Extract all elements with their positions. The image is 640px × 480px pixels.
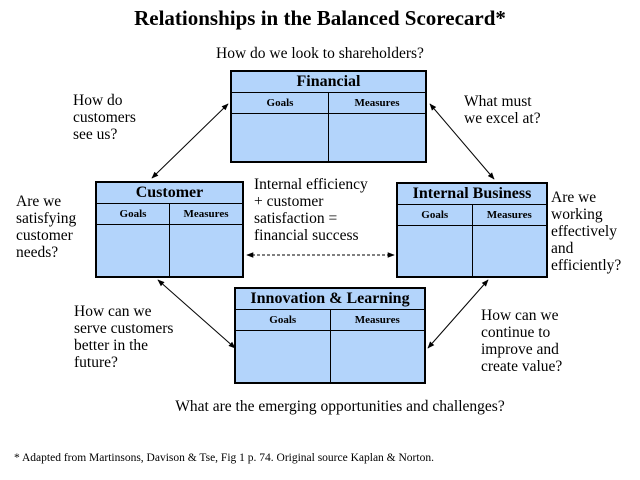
footnote: * Adapted from Martinsons, Davison & Tse… xyxy=(14,452,434,464)
question-shareholders: How do we look to shareholders? xyxy=(216,45,424,62)
question-improve: How can we continue to improve and creat… xyxy=(481,307,563,375)
internal-business-goals-label: Goals xyxy=(398,205,473,225)
financial-card-title: Financial xyxy=(232,72,425,93)
customer-measures-label: Measures xyxy=(183,208,229,220)
arrow-financial-customer xyxy=(151,103,229,179)
internal-business-goals-cell xyxy=(398,226,473,277)
question-satisfying: Are we satisfying customer needs? xyxy=(16,193,77,261)
customer-card-title: Customer xyxy=(97,183,242,204)
internal-business-card-title: Internal Business xyxy=(398,184,546,205)
diagram-title: Relationships in the Balanced Scorecard* xyxy=(134,6,506,30)
arrow-customer-innovation xyxy=(157,279,236,349)
question-customers-see: How do customers see us? xyxy=(73,92,136,143)
arrow-internal-innovation xyxy=(427,279,489,349)
financial-card: Financial Goals Measures xyxy=(230,70,427,163)
innovation-learning-card-title: Innovation & Learning xyxy=(236,289,424,310)
question-excel: What must we excel at? xyxy=(464,93,541,127)
center-explanation: Internal efficiency + customer satisfact… xyxy=(254,176,368,244)
customer-goals-label: Goals xyxy=(97,204,170,224)
innovation-learning-goals-cell xyxy=(236,331,331,383)
question-working: Are we working effectively and efficient… xyxy=(551,189,622,274)
innovation-learning-measures-label: Measures xyxy=(354,314,400,326)
internal-business-measures-label: Measures xyxy=(486,209,532,221)
financial-measures-label: Measures xyxy=(354,97,400,109)
financial-goals-cell xyxy=(232,114,329,162)
customer-goals-cell xyxy=(97,225,170,277)
financial-goals-label: Goals xyxy=(232,93,329,113)
arrow-financial-internal xyxy=(429,103,495,180)
question-serve: How can we serve customers better in the… xyxy=(74,303,174,371)
question-emerging: What are the emerging opportunities and … xyxy=(175,398,505,415)
internal-business-card: Internal Business Goals Measures xyxy=(396,182,548,278)
innovation-learning-goals-label: Goals xyxy=(236,310,331,330)
customer-card: Customer Goals Measures xyxy=(95,181,244,278)
